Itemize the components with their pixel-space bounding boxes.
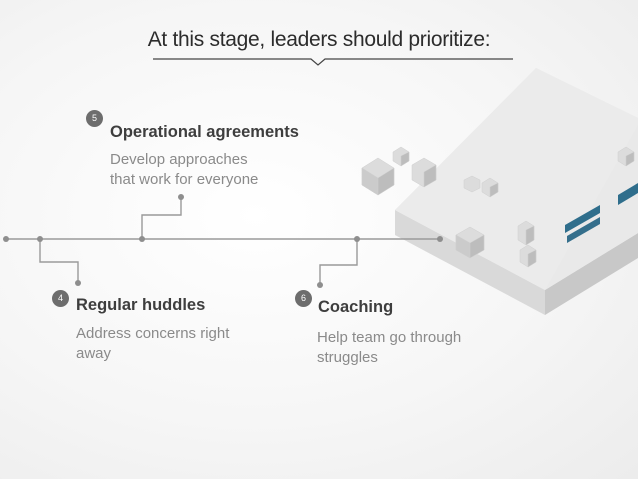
item-title-operational-agreements: Operational agreements	[110, 123, 299, 141]
item-description: Address concerns right away	[76, 325, 230, 362]
step-number-badge: 4	[52, 290, 69, 307]
step-number-badge: 6	[295, 290, 312, 307]
item-description: Develop approaches that work for everyon…	[110, 151, 259, 188]
isometric-building-icon	[361, 68, 638, 315]
item-title-regular-huddles: Regular huddles	[76, 296, 206, 314]
title-underline	[153, 58, 513, 66]
step-number-badge: 5	[86, 110, 103, 127]
page-title: At this stage, leaders should prioritize…	[147, 28, 491, 51]
item-description: Help team go through struggles	[317, 329, 462, 366]
item-title-coaching: Coaching	[318, 298, 394, 316]
